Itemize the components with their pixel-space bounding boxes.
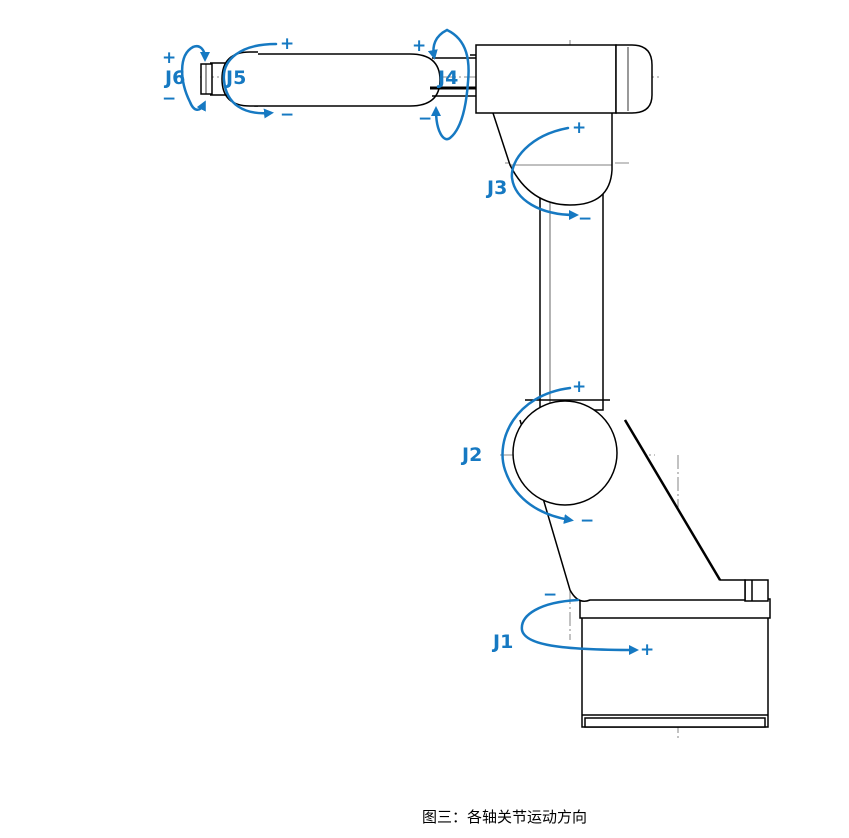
j4-minus: − (418, 109, 432, 129)
j6-arrow (180, 45, 206, 112)
j4-arrow (431, 28, 470, 141)
j6-minus: − (162, 89, 176, 109)
j4-plus: + (412, 36, 426, 56)
j3-minus: − (578, 209, 592, 229)
tool-flange-j6 (200, 63, 213, 95)
elbow-housing (490, 109, 613, 206)
j2-label: J2 (460, 444, 482, 466)
j1-plus: + (640, 640, 654, 660)
robot-base (579, 579, 771, 728)
j4-arrow-top (427, 28, 449, 60)
j5-arrow (222, 42, 278, 119)
j3-label: J3 (485, 177, 507, 199)
j1-arrow (520, 598, 639, 655)
figure-caption-text: 图三：各轴关节运动方向 (421, 808, 587, 826)
j6-plus: + (162, 48, 176, 68)
j2-minus: − (580, 511, 594, 531)
j4-head (470, 44, 653, 114)
j5-label: J5 (224, 67, 246, 89)
j5-plus: + (280, 34, 294, 54)
j3-plus: + (572, 118, 586, 138)
j1-minus: − (543, 585, 557, 605)
j3-arrow (510, 126, 579, 220)
robot-arm-diagram: J1 J2 J3 J4 J5 J6 − + + − + − + − + − + … (162, 28, 771, 740)
upper-arm (539, 189, 604, 411)
j1-label: J1 (491, 631, 513, 653)
j4-label: J4 (436, 67, 458, 89)
figure-caption: 图三：各轴关节运动方向 (0, 806, 849, 827)
j2-arrow (501, 386, 574, 524)
forearm (254, 53, 476, 107)
j2-joint (512, 399, 618, 506)
j5-minus: − (280, 105, 294, 125)
rotation-arrows (180, 28, 639, 655)
j6-label: J6 (163, 67, 185, 89)
j6-arrow-top (191, 45, 210, 62)
j2-plus: + (572, 377, 586, 397)
